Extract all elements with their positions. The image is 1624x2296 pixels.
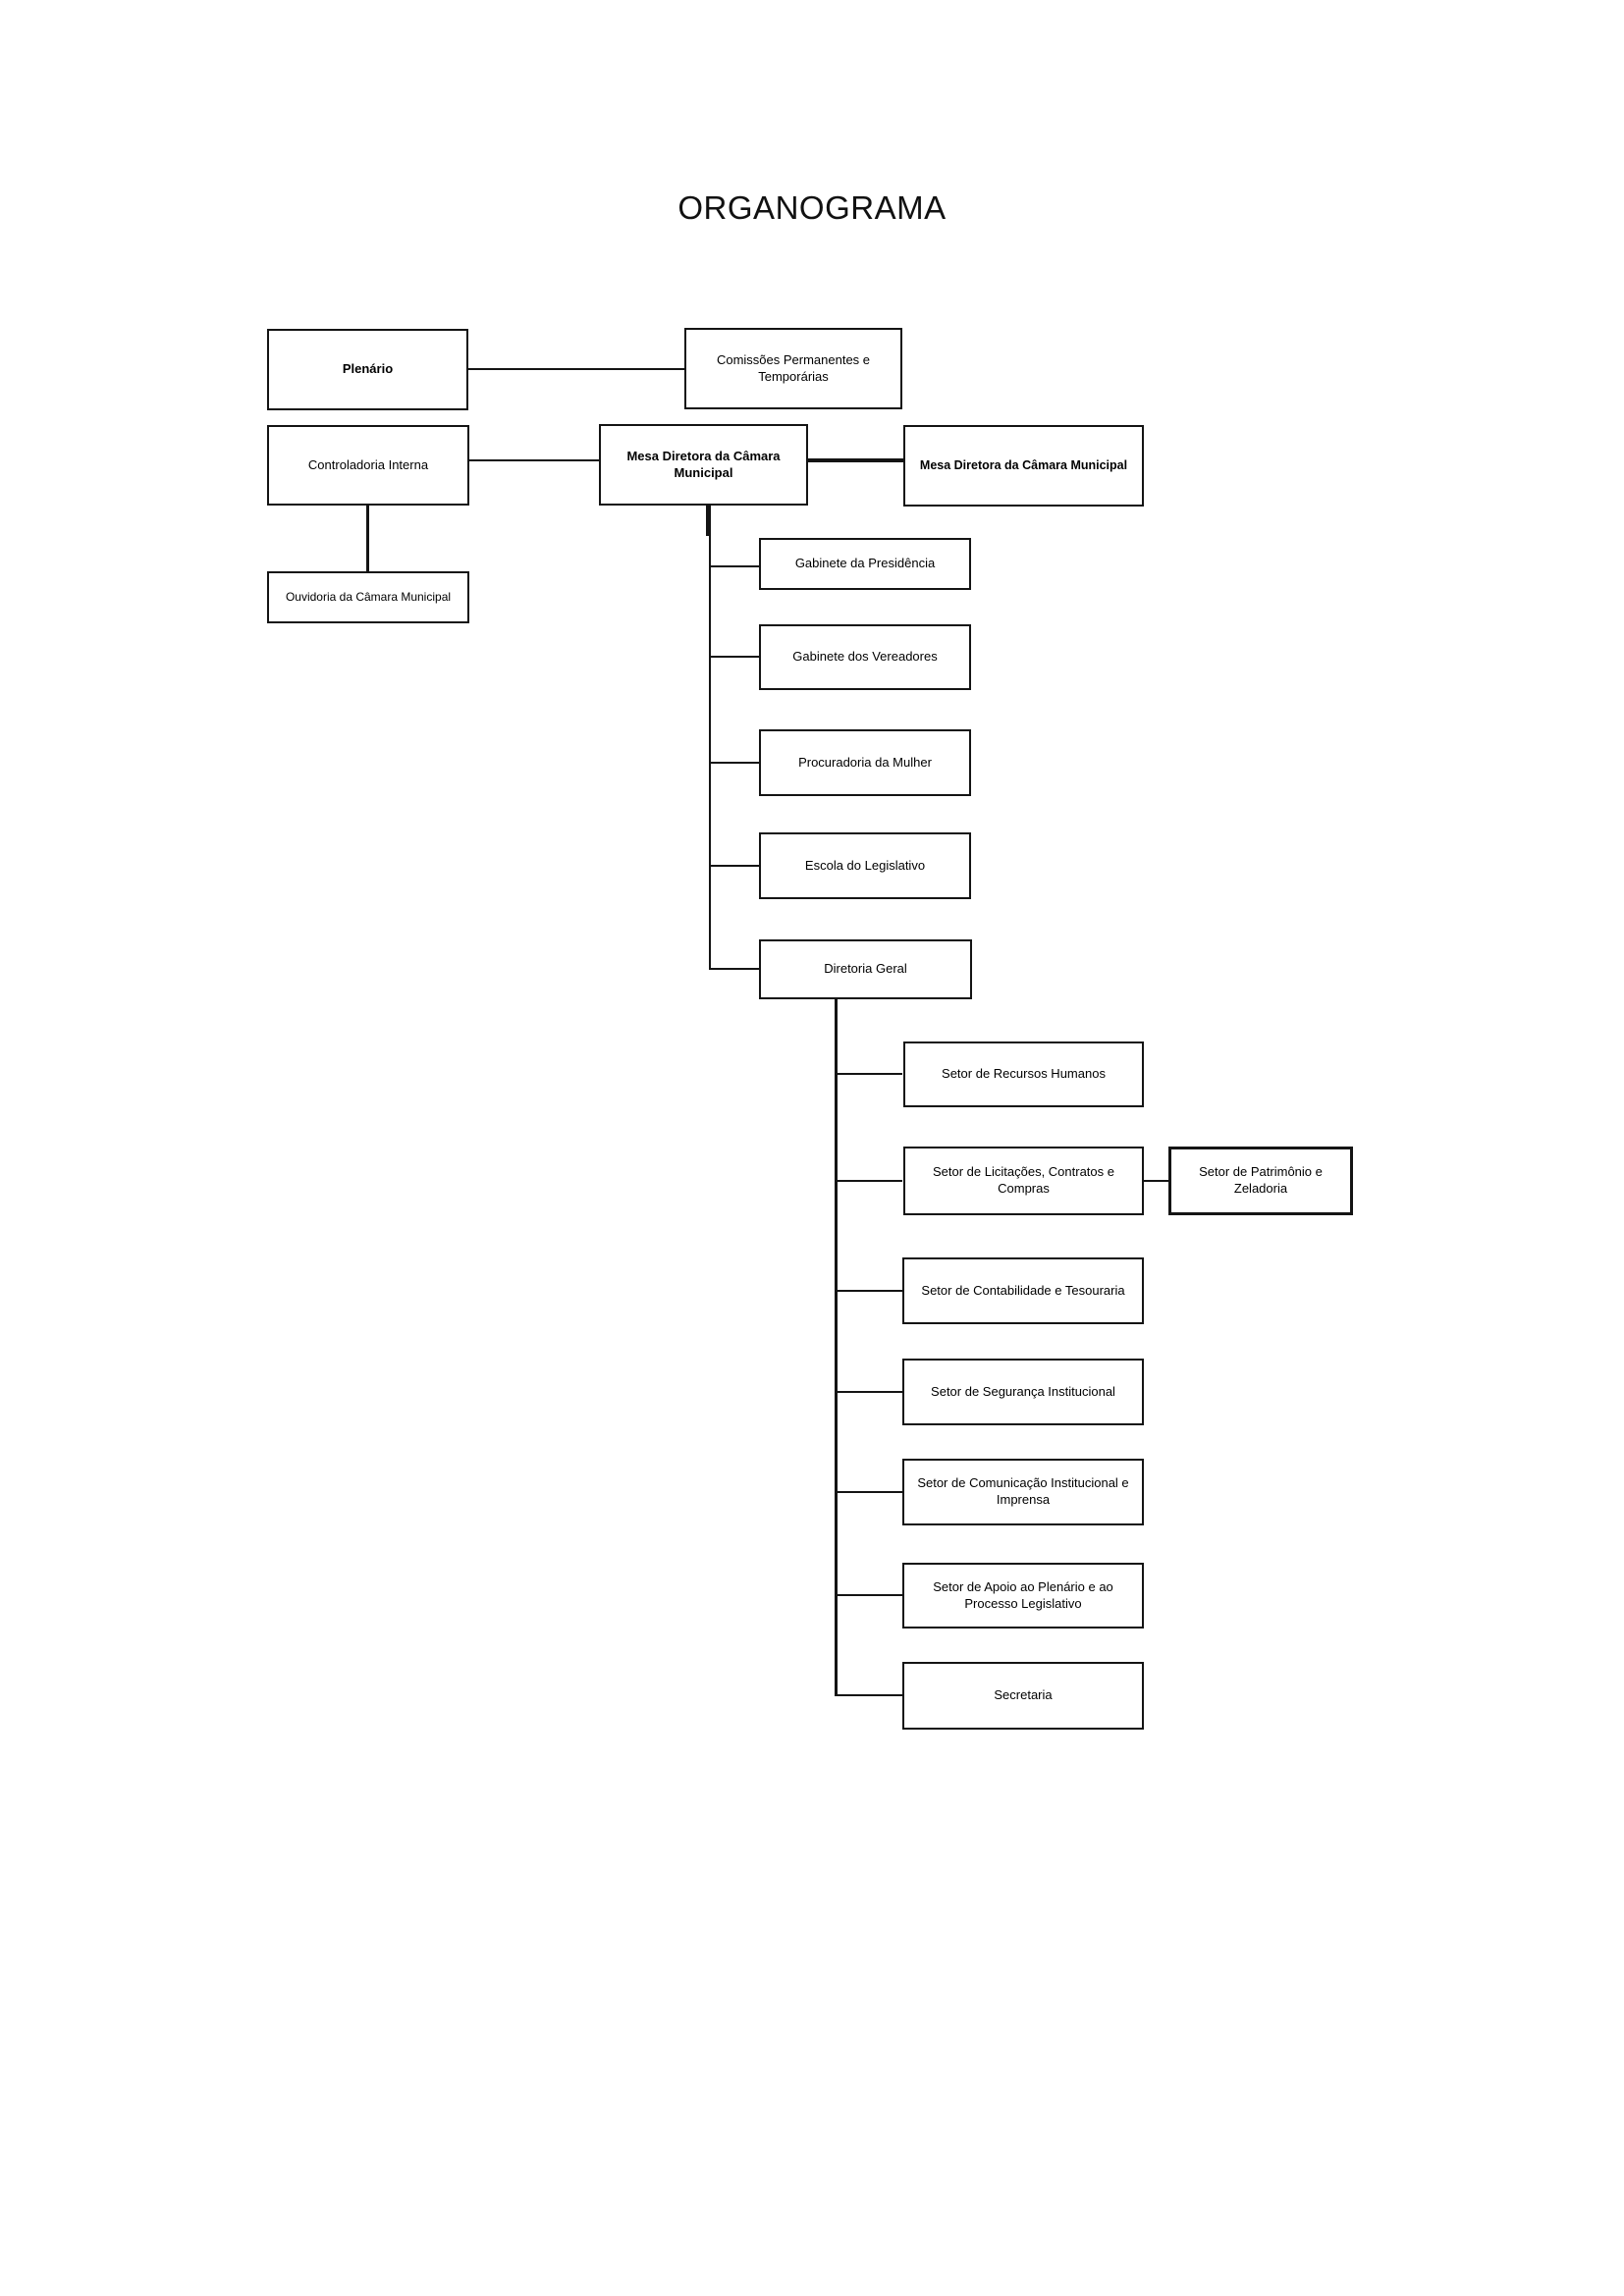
connector-stub-secretaria (837, 1694, 902, 1696)
connector-stub-setor-apoio (837, 1594, 902, 1596)
connector-diretoria-trunk (835, 999, 838, 1696)
org-node-setor-seguranca: Setor de Segurança Institucional (902, 1359, 1144, 1425)
connector-stub-setor-licitacoes (837, 1180, 902, 1182)
org-node-gabinete-vereadores: Gabinete dos Vereadores (759, 624, 971, 690)
org-node-mesa-diretora: Mesa Diretora da Câmara Municipal (599, 424, 808, 506)
page-title: ORGANOGRAMA (677, 189, 947, 226)
connector-stub-procuradoria-mulher (710, 762, 759, 764)
org-node-controladoria: Controladoria Interna (267, 425, 469, 506)
connector-mesa-mesa (808, 458, 903, 462)
connector-controladoria-mesa (469, 459, 599, 461)
connector-stub-gabinete-presidencia (710, 565, 759, 567)
connector-stub-escola-legislativo (710, 865, 759, 867)
org-node-gabinete-presidencia: Gabinete da Presidência (759, 538, 971, 590)
org-node-setor-comunicacao: Setor de Comunicação Institucional e Imp… (902, 1459, 1144, 1525)
connector-stub-diretoria-geral (710, 968, 759, 970)
org-node-setor-patrimonio: Setor de Patrimônio e Zeladoria (1168, 1147, 1353, 1215)
org-node-secretaria: Secretaria (902, 1662, 1144, 1730)
connector-stub-setor-seguranca (837, 1391, 902, 1393)
connector-stub-setor-comunicacao (837, 1491, 902, 1493)
org-node-setor-recursos-humanos: Setor de Recursos Humanos (903, 1041, 1144, 1107)
org-node-setor-contabilidade: Setor de Contabilidade e Tesouraria (902, 1257, 1144, 1324)
org-node-setor-licitacoes: Setor de Licitações, Contratos e Compras (903, 1147, 1144, 1215)
org-node-setor-apoio: Setor de Apoio ao Plenário e ao Processo… (902, 1563, 1144, 1629)
connector-mesa-trunk (709, 505, 711, 970)
connector-stub-setor-recursos-humanos (837, 1073, 902, 1075)
org-node-escola-legislativo: Escola do Legislativo (759, 832, 971, 899)
connector-stub-setor-contabilidade (837, 1290, 902, 1292)
connector-controladoria-ouvidoria (366, 506, 369, 571)
org-node-ouvidoria: Ouvidoria da Câmara Municipal (267, 571, 469, 623)
org-node-plenario: Plenário (267, 329, 468, 410)
org-node-mesa-diretora-right: Mesa Diretora da Câmara Municipal (903, 425, 1144, 507)
connector-stub-gabinete-vereadores (710, 656, 759, 658)
connector-mesa-drop (706, 505, 711, 536)
org-node-diretoria-geral: Diretoria Geral (759, 939, 972, 999)
connector-plenario-comissoes (468, 368, 684, 370)
connector-licitacoes-patrimonio (1144, 1180, 1168, 1182)
org-node-comissoes: Comissões Permanentes e Temporárias (684, 328, 902, 409)
org-node-procuradoria-mulher: Procuradoria da Mulher (759, 729, 971, 796)
